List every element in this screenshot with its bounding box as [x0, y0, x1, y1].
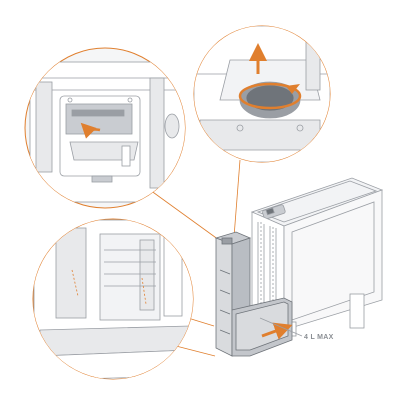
curved-arrow-icon [80, 122, 101, 139]
zoom-circle-filter-panel [24, 47, 186, 209]
leader-line-bottom-left-2 [175, 345, 216, 357]
water-tank [214, 231, 293, 357]
leader-line-bottom-left-1 [187, 317, 215, 327]
capacity-label: 4 L MAX [304, 334, 334, 341]
tank-front [215, 237, 233, 357]
zoom-circle-tank-slot [32, 218, 194, 380]
capacity-pointer [259, 317, 303, 337]
rotate-icon [238, 82, 302, 110]
arrow-right-icon [261, 322, 293, 340]
leader-line-top-right [233, 159, 241, 238]
zoom-circle-tank-cap [193, 25, 331, 163]
